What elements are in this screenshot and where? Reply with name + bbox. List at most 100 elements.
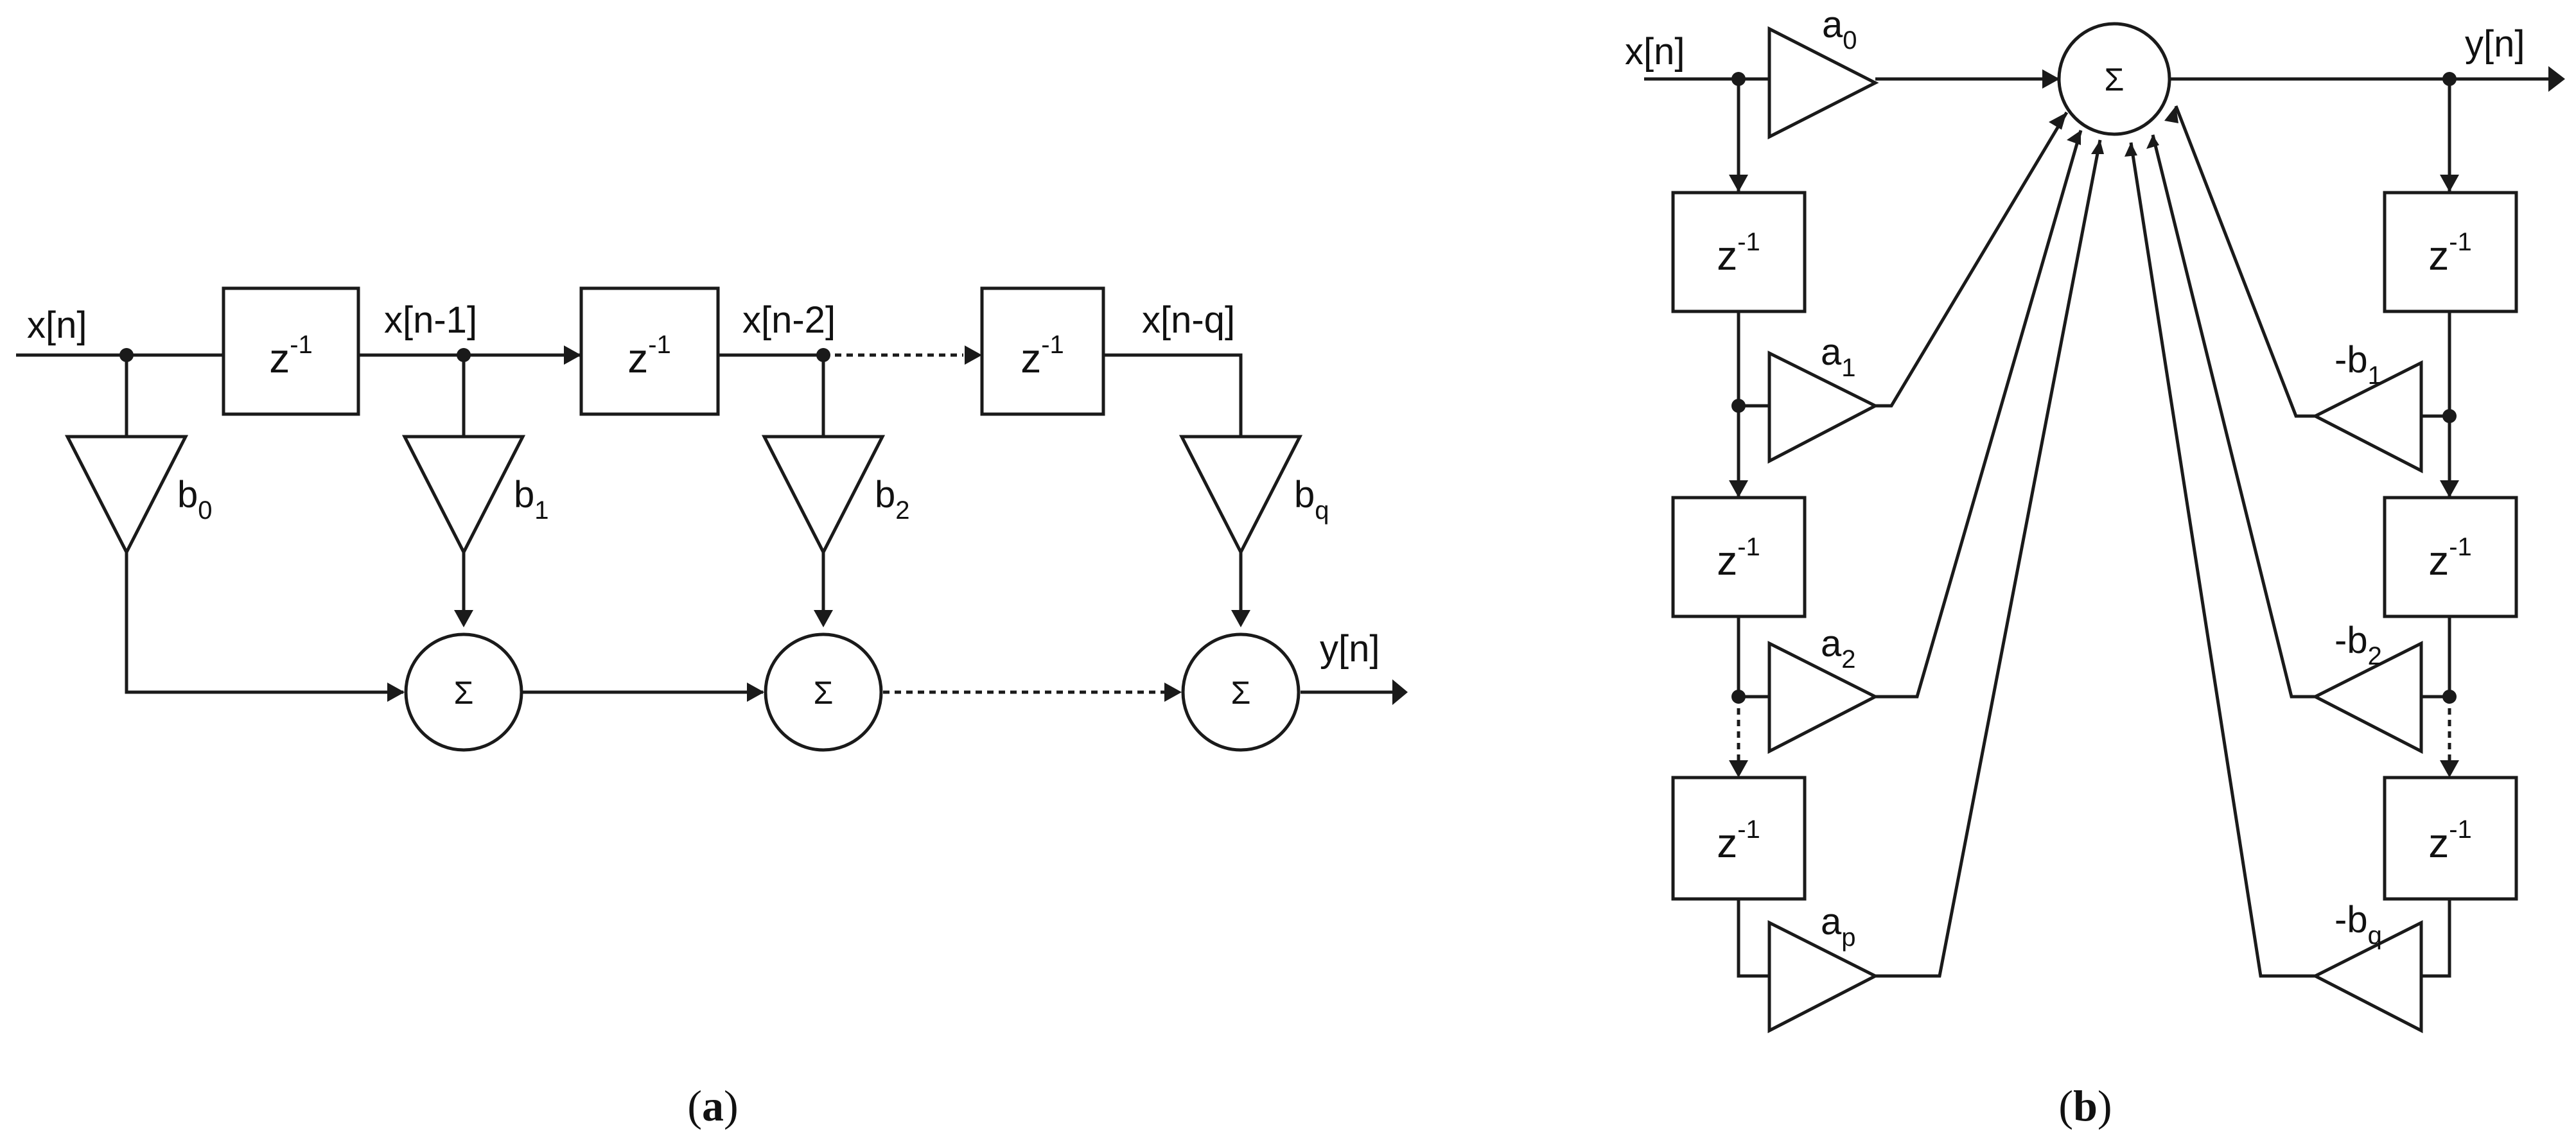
delay-block-q: z-1: [980, 286, 1105, 416]
gain-b0-triangle: [64, 435, 189, 556]
svg-text:Σ: Σ: [1231, 675, 1251, 711]
svg-text:Σ: Σ: [2105, 62, 2125, 98]
coef-minus-b2-label: -b2: [2335, 620, 2382, 670]
arrowhead: [387, 683, 405, 702]
gain-a0-triangle: [1767, 26, 1879, 140]
arrowhead: [2146, 135, 2159, 149]
coef-a0-label: a0: [1822, 4, 1857, 55]
gain-b1-triangle: [401, 435, 526, 556]
delay-q-to-gain-q-wire: [1103, 353, 1243, 437]
arrowhead: [454, 610, 473, 627]
tap-label-n-2: x[n-2]: [742, 299, 836, 341]
svg-text:z-1: z-1: [2428, 228, 2472, 279]
left-delay-p-to-ap-wire: [1737, 899, 1769, 978]
output-label: y[n]: [1320, 628, 1380, 670]
svg-text:z-1: z-1: [2428, 533, 2472, 584]
svg-text:z-1: z-1: [627, 331, 671, 381]
svg-text:z-1: z-1: [269, 331, 313, 381]
junction-dot: [119, 348, 134, 362]
panel-b-iir-structure: Σ z-1 z-1 z-1 z-1 z-1 z-1: [1625, 4, 2565, 1130]
input-label: x[n]: [1625, 31, 1685, 73]
coef-minus-bq-label: -bq: [2335, 899, 2382, 950]
right-delay-block-q: z-1: [2383, 776, 2518, 901]
panel-b-caption: (b): [2058, 1081, 2112, 1130]
gain-minus-b1-triangle: [2311, 360, 2423, 474]
tap-label-n-q: x[n-q]: [1142, 299, 1235, 341]
junction-dot: [457, 348, 471, 362]
summer-q: Σ: [1181, 632, 1301, 752]
arrowhead: [2049, 112, 2067, 130]
arrowhead: [747, 683, 764, 702]
coef-b2-label: b2: [875, 474, 910, 525]
panel-b-arrowheads: [1729, 66, 2565, 778]
right-delay-block-1: z-1: [2383, 191, 2518, 313]
output-label: y[n]: [2465, 23, 2525, 65]
left-delay-block-2: z-1: [1671, 496, 1807, 618]
left-delay-block-1: z-1: [1671, 191, 1807, 313]
arrowhead: [965, 345, 982, 365]
svg-text:z-1: z-1: [2428, 815, 2472, 866]
svg-text:z-1: z-1: [1021, 331, 1064, 381]
minus-bq-to-summer-wire: [2129, 142, 2315, 978]
right-delay-q-to-minus-bq-wire: [2421, 899, 2451, 978]
right-delay-block-2: z-1: [2383, 496, 2518, 618]
panel-a-arrowheads: [223, 345, 1408, 705]
arrowhead: [2164, 106, 2178, 123]
arrowhead: [2067, 130, 2081, 145]
coef-minus-b1-label: -b1: [2335, 339, 2382, 390]
panel-a-fir-structure: z-1 z-1 z-1 Σ Σ Σ x[n] x[n-1]: [16, 286, 1408, 1130]
junction-dot: [2442, 409, 2457, 423]
panel-a-caption: (a): [687, 1081, 738, 1130]
arrowhead: [2440, 480, 2459, 498]
input-label: x[n]: [27, 304, 87, 346]
a1-to-summer-wire: [1875, 111, 2069, 408]
arrowhead: [1164, 683, 1182, 702]
junction-dot: [1731, 72, 1746, 86]
left-delay-block-p: z-1: [1671, 776, 1807, 901]
coef-ap-label: ap: [1821, 901, 1856, 952]
junction-dot: [2442, 690, 2457, 704]
svg-text:z-1: z-1: [1717, 815, 1760, 866]
arrowhead: [2042, 69, 2060, 89]
arrowhead: [1231, 610, 1250, 627]
svg-text:z-1: z-1: [1717, 228, 1760, 279]
gain-minus-b2-triangle: [2311, 640, 2423, 754]
a2-to-summer-wire: [1875, 130, 2083, 699]
arrowhead: [2125, 143, 2137, 157]
svg-text:Σ: Σ: [454, 675, 474, 711]
panel-a-wires: [16, 353, 1400, 694]
summer-2: Σ: [764, 632, 883, 752]
arrowhead: [2091, 140, 2104, 154]
gain-ap-triangle: [1767, 919, 1879, 1034]
arrowhead: [1729, 175, 1748, 192]
coef-a1-label: a1: [1821, 331, 1856, 382]
svg-text:Σ: Σ: [814, 675, 834, 711]
output-arrowhead: [2548, 66, 2565, 92]
arrowhead: [1729, 760, 1748, 778]
arrowhead: [1729, 480, 1748, 498]
gain-bq-triangle: [1178, 435, 1303, 556]
junction-dot: [1731, 399, 1746, 413]
delay-block-1: z-1: [222, 286, 360, 416]
junction-dot: [1731, 690, 1746, 704]
gain-a1-triangle: [1767, 350, 1879, 464]
arrowhead: [564, 345, 581, 365]
coef-bq-label: bq: [1294, 474, 1329, 525]
gain-b2-triangle: [761, 435, 886, 556]
ap-to-summer-wire: [1875, 139, 2102, 978]
main-summer: Σ: [2057, 22, 2171, 136]
panel-b-wires: [1644, 77, 2563, 978]
arrowhead: [2440, 175, 2459, 192]
junction-dot: [816, 348, 830, 362]
coef-a2-label: a2: [1821, 623, 1856, 674]
gain-0-to-sum-1-wire: [125, 552, 403, 694]
gain-a2-triangle: [1767, 640, 1879, 754]
minus-b1-to-summer-wire: [2174, 105, 2315, 418]
arrowhead: [2440, 760, 2459, 778]
coef-b1-label: b1: [514, 474, 549, 525]
junction-dot: [2442, 72, 2457, 86]
output-arrowhead: [1392, 679, 1408, 705]
summer-1: Σ: [404, 632, 523, 752]
delay-block-2: z-1: [579, 286, 720, 416]
